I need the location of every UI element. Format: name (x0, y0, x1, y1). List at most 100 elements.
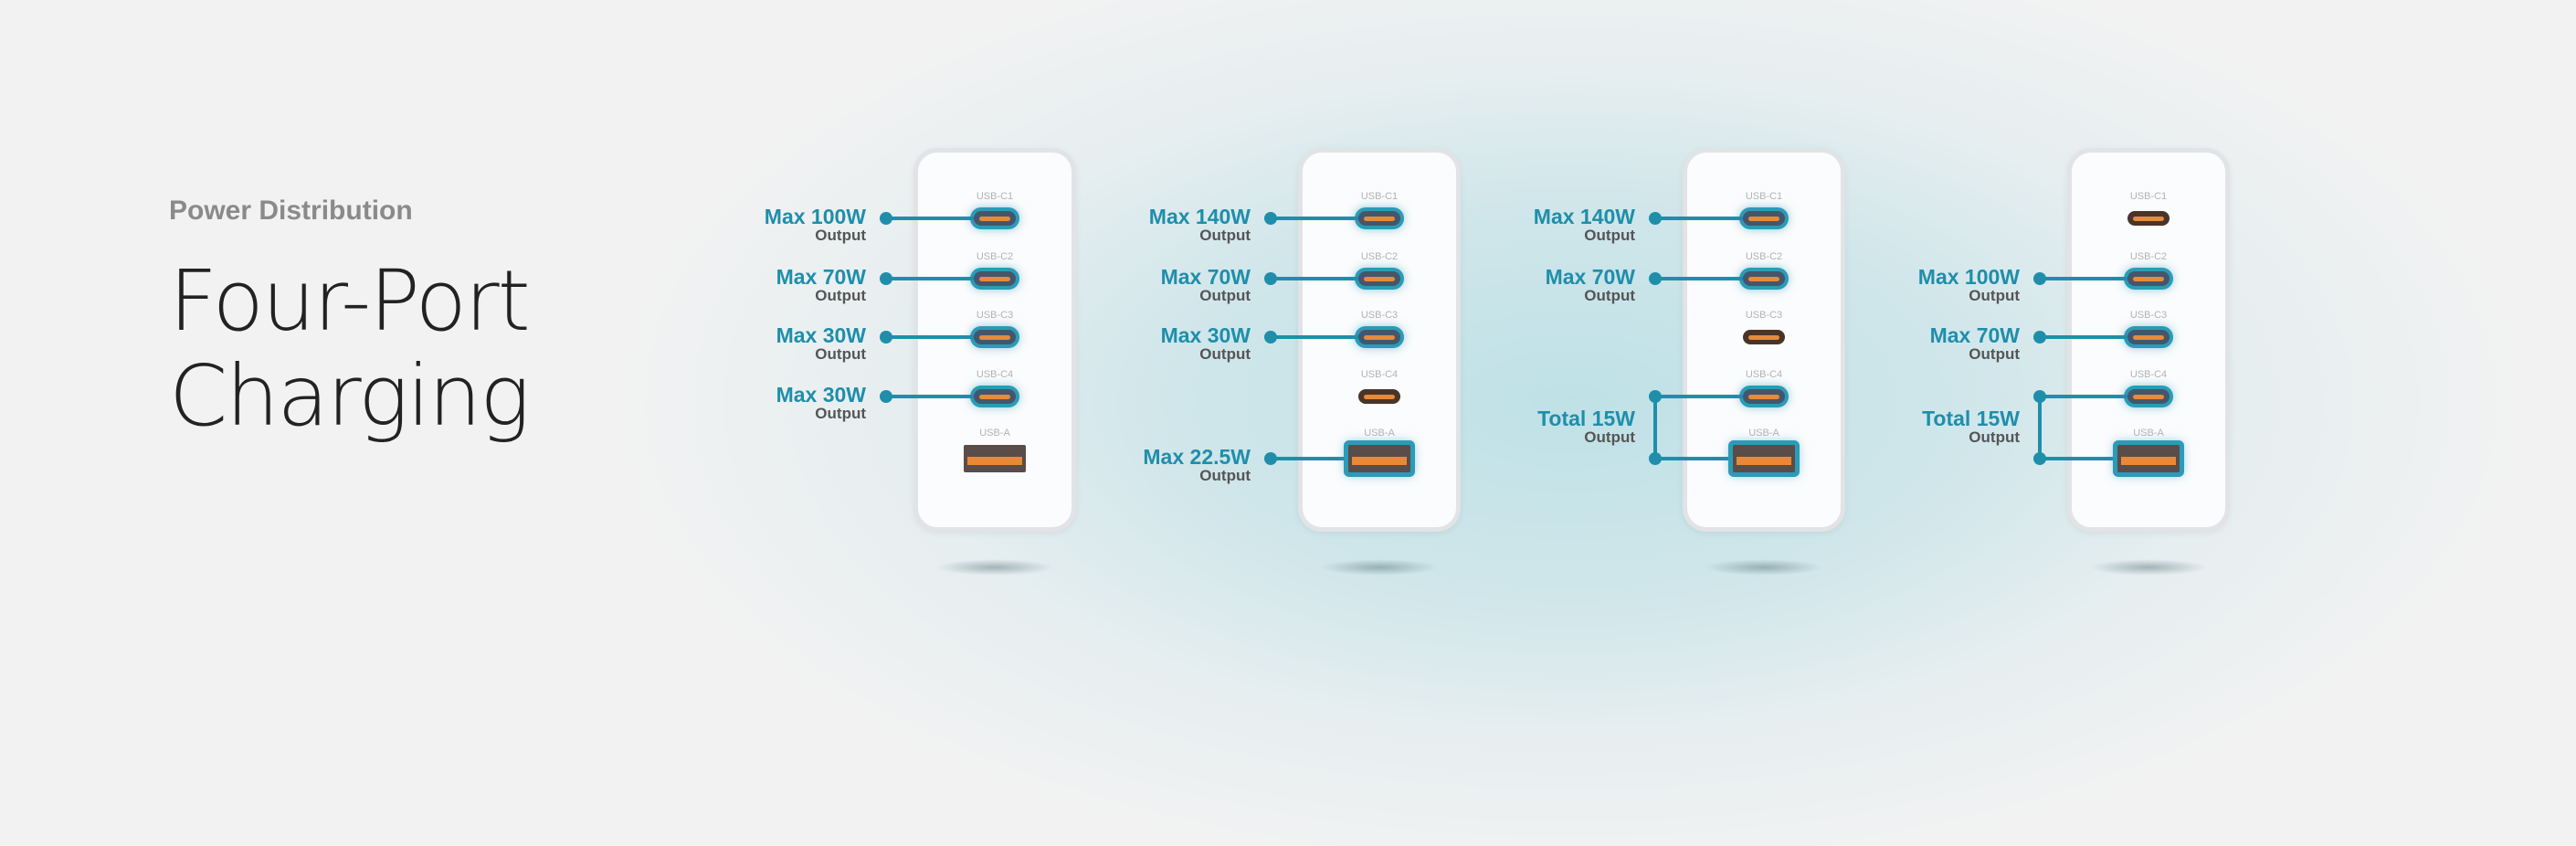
port-label: USB-C2 (976, 251, 1014, 262)
usb-c-port (1743, 271, 1785, 286)
usb-c-port (1743, 389, 1785, 404)
connector-dot (2033, 331, 2046, 344)
connector-dot (2033, 452, 2046, 465)
port-label: USB-A (1364, 428, 1395, 439)
output-caption: Output (1199, 287, 1251, 304)
output-caption: Output (1199, 345, 1251, 363)
output-wattage: Max 140W (1533, 205, 1635, 228)
charger-shadow (935, 559, 1054, 576)
port-label: USB-C3 (1360, 310, 1399, 321)
output-caption: Output (1199, 227, 1251, 244)
connector-line (886, 395, 974, 398)
usb-c-port (1743, 330, 1785, 344)
shared-bracket (2038, 397, 2042, 459)
title-line-2: Charging (169, 347, 530, 445)
output-wattage: Max 30W (776, 323, 866, 347)
output-caption: Output (1199, 467, 1251, 484)
port-label: USB-C3 (976, 310, 1014, 321)
output-wattage: Total 15W (1537, 407, 1635, 430)
page-title: Four-Port Charging (169, 252, 531, 445)
connector-line (1271, 217, 1358, 220)
connector-dot (1649, 212, 1662, 225)
connector-dot (1264, 331, 1277, 344)
section-eyebrow: Power Distribution (169, 196, 413, 226)
usb-c-port (1358, 330, 1400, 344)
output-caption: Output (1969, 345, 2020, 363)
port-label: USB-C4 (2129, 369, 2168, 380)
usb-c-port (1358, 271, 1400, 286)
connector-line (886, 335, 974, 339)
connector-line (1655, 395, 1743, 398)
connector-dot (1264, 452, 1277, 465)
connector-dot (2033, 272, 2046, 285)
port-label: USB-C1 (976, 191, 1014, 202)
output-caption: Output (1969, 428, 2020, 446)
connector-line (2040, 277, 2127, 280)
output-caption: Output (815, 227, 866, 244)
connector-line (1655, 277, 1743, 280)
connector-line (1271, 335, 1358, 339)
output-wattage: Max 70W (1160, 265, 1251, 289)
connector-line (1271, 457, 1344, 460)
connector-line (886, 277, 974, 280)
output-caption: Output (815, 405, 866, 422)
usb-c-port (2127, 271, 2170, 286)
connector-line (1655, 457, 1728, 460)
title-line-1: Four-Port (169, 252, 531, 350)
output-wattage: Max 70W (776, 265, 866, 289)
port-label: USB-C2 (1360, 251, 1399, 262)
connector-line (2040, 395, 2127, 398)
usb-c-port (2127, 211, 2170, 226)
connector-dot (880, 212, 892, 225)
port-label: USB-C4 (1360, 369, 1399, 380)
connector-line (2040, 457, 2113, 460)
connector-dot (880, 272, 892, 285)
output-wattage: Max 70W (1545, 265, 1635, 289)
connector-dot (880, 331, 892, 344)
port-label: USB-A (2133, 428, 2164, 439)
connector-dot (1264, 212, 1277, 225)
usb-c-port (2127, 389, 2170, 404)
output-wattage: Max 140W (1148, 205, 1251, 228)
output-caption: Output (815, 287, 866, 304)
output-caption: Output (815, 345, 866, 363)
usb-c-port (974, 389, 1016, 404)
port-label: USB-C2 (2129, 251, 2168, 262)
charger-shadow (1320, 559, 1439, 576)
output-caption: Output (1969, 287, 2020, 304)
connector-dot (880, 390, 892, 403)
output-wattage: Max 100W (764, 205, 866, 228)
port-label: USB-C1 (1745, 191, 1783, 202)
output-wattage: Max 30W (1160, 323, 1251, 347)
usb-c-port (974, 330, 1016, 344)
connector-line (886, 217, 974, 220)
port-label: USB-C3 (1745, 310, 1783, 321)
output-caption: Output (1584, 428, 1635, 446)
port-label: USB-A (1748, 428, 1779, 439)
port-label: USB-A (979, 428, 1010, 439)
usb-c-port (1743, 211, 1785, 226)
output-caption: Output (1584, 227, 1635, 244)
connector-dot (1649, 452, 1662, 465)
heading-block: Power Distribution Four-Port Charging (169, 196, 531, 445)
connector-dot (1649, 272, 1662, 285)
connector-line (2040, 335, 2127, 339)
port-label: USB-C4 (976, 369, 1014, 380)
output-wattage: Max 100W (1917, 265, 2020, 289)
port-label: USB-C3 (2129, 310, 2168, 321)
connector-line (1271, 277, 1358, 280)
port-label: USB-C2 (1745, 251, 1783, 262)
output-wattage: Max 22.5W (1143, 445, 1251, 469)
usb-c-port (1358, 211, 1400, 226)
connector-line (1655, 217, 1743, 220)
